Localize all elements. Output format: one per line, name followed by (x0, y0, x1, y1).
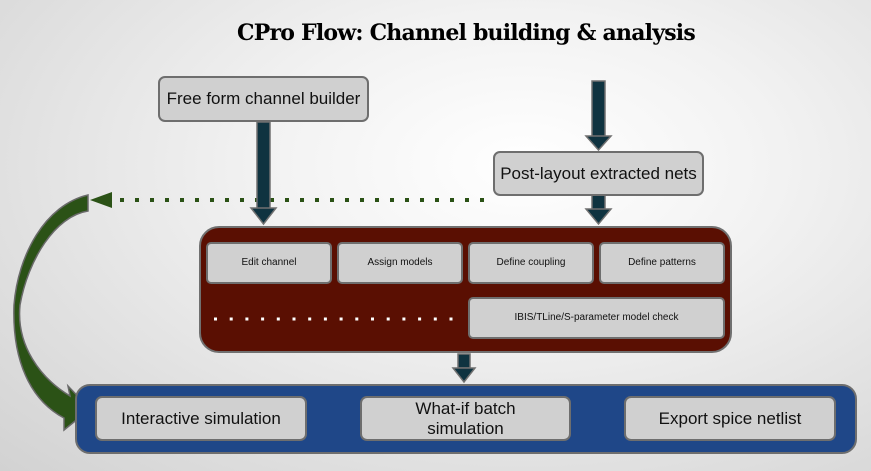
interactive-simulation-label: Interactive simulation (121, 408, 281, 428)
define-coupling-label: Define coupling (496, 257, 566, 269)
arrow-edit-to-simulation (451, 353, 477, 384)
interactive-simulation-box[interactable]: Interactive simulation (95, 396, 307, 441)
what-if-batch-simulation-label: What-if batch simulation (415, 398, 516, 438)
model-check-label: IBIS/TLine/S-parameter model check (514, 312, 679, 324)
arrow-builder-to-edit (249, 121, 278, 226)
free-form-channel-builder-box[interactable]: Free form channel builder (158, 76, 369, 122)
export-spice-netlist-label: Export spice netlist (658, 408, 802, 428)
post-layout-extracted-nets-label: Post-layout extracted nets (500, 163, 697, 183)
post-layout-extracted-nets-box[interactable]: Post-layout extracted nets (493, 151, 704, 196)
feedback-arrowhead-icon (90, 192, 112, 208)
define-patterns-label: Define patterns (628, 257, 696, 269)
assign-models-box[interactable]: Assign models (337, 242, 463, 284)
edit-channel-label: Edit channel (241, 257, 297, 269)
arrow-post-layout-to-edit (584, 194, 613, 226)
assign-models-label: Assign models (367, 257, 433, 269)
define-patterns-box[interactable]: Define patterns (599, 242, 725, 284)
what-if-batch-simulation-box[interactable]: What-if batch simulation (360, 396, 571, 441)
export-spice-netlist-box[interactable]: Export spice netlist (624, 396, 836, 441)
arrow-into-post-layout (584, 80, 613, 152)
diagram-title: CPro Flow: Channel building & analysis (237, 20, 696, 46)
free-form-channel-builder-label: Free form channel builder (166, 89, 361, 109)
edit-channel-box[interactable]: Edit channel (206, 242, 332, 284)
define-coupling-box[interactable]: Define coupling (468, 242, 594, 284)
model-check-box[interactable]: IBIS/TLine/S-parameter model check (468, 297, 725, 339)
